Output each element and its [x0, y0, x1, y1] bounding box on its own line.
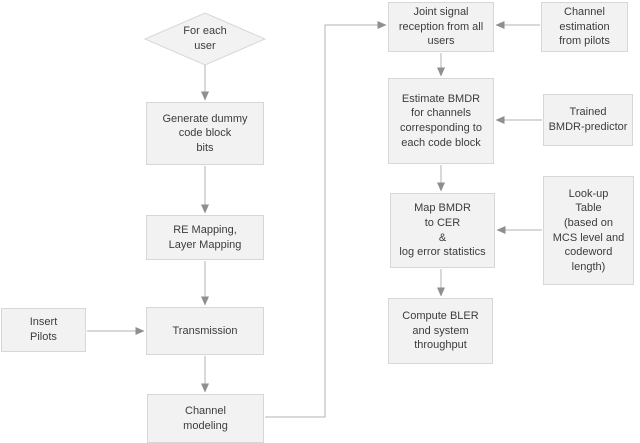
node-channel-estimation-from-pilots: Channel estimation from pilots	[541, 2, 628, 52]
node-joint-signal-reception: Joint signal reception from all users	[388, 2, 494, 52]
edge-channel-modeling-to-joint-reception	[265, 21, 387, 418]
node-estimate-bmdr: Estimate BMDR for channels corresponding…	[388, 78, 494, 164]
node-re-mapping-layer-mapping: RE Mapping, Layer Mapping	[146, 215, 264, 260]
node-map-bmdr-to-cer: Map BMDR to CER & log error statistics	[390, 193, 495, 268]
node-trained-bmdr-predictor: Trained BMDR-predictor	[543, 94, 633, 146]
node-transmission: Transmission	[146, 307, 264, 355]
node-channel-modeling: Channel modeling	[147, 394, 264, 443]
node-compute-bler-and-throughput: Compute BLER and system throughput	[388, 298, 493, 364]
node-lookup-table: Look-up Table (based on MCS level and co…	[543, 176, 634, 285]
node-generate-dummy-code-block-bits: Generate dummy code block bits	[146, 102, 264, 165]
node-insert-pilots: Insert Pilots	[1, 308, 86, 352]
decision-for-each-user: For each user	[183, 25, 227, 52]
